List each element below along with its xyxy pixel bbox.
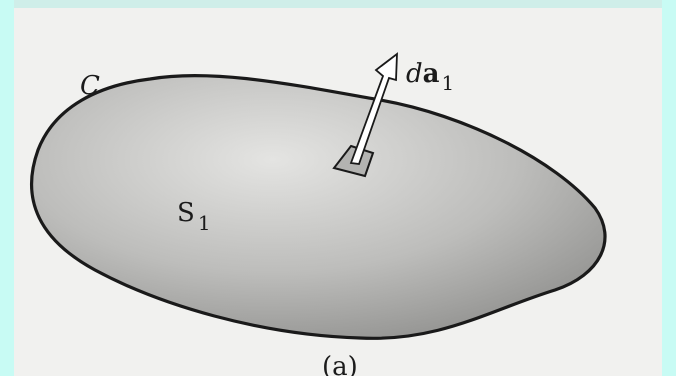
normal-vector-arrow [349, 52, 398, 165]
figure-top-strip [14, 0, 662, 8]
vector-label-d: d [406, 59, 423, 89]
vector-label-a: a [423, 59, 440, 89]
curve-label-c: C [80, 71, 100, 101]
panel-label: (a) [322, 352, 358, 376]
vector-label-subscript: 1 [442, 71, 455, 95]
surface-label-s: S [177, 198, 195, 228]
surface-s1 [29, 74, 607, 340]
surface-label-subscript: 1 [198, 211, 211, 235]
